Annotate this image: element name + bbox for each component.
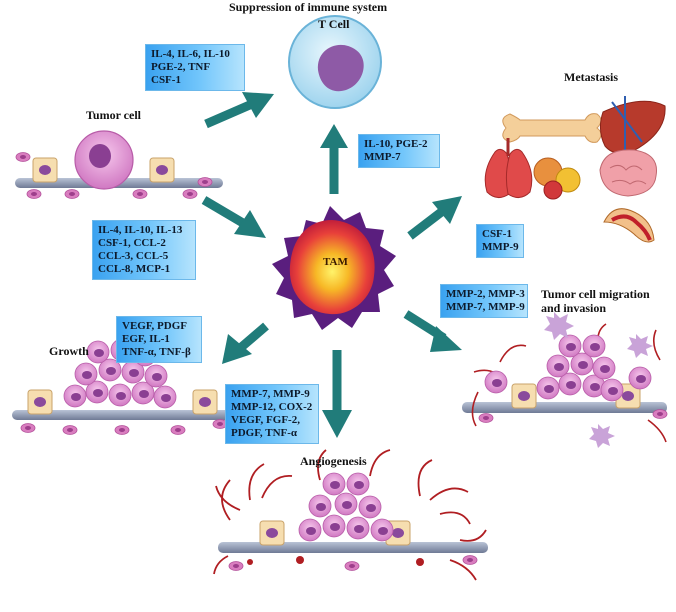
arrow-tam-to-migration	[403, 310, 462, 352]
box-line: VEGF, FGF-2,	[231, 414, 300, 426]
box-line: IL-10, PGE-2	[364, 138, 428, 150]
box-line: CSF-1	[151, 74, 181, 86]
tam-macrophage-illustration	[272, 206, 396, 330]
arrow-tam-to-growth	[222, 322, 269, 364]
migration-title-line1: Tumor cell migration	[541, 287, 650, 301]
arrow-tumor-to-tcell	[204, 92, 274, 129]
growth-title: Growth	[49, 344, 89, 358]
box-line: MMP-7	[364, 151, 401, 163]
arrow-tumor-to-tam	[201, 196, 266, 238]
metastasis-organs-illustration	[484, 96, 666, 243]
cytokine-box-tumor-to-tam: IL-4, IL-10, IL-13 CSF-1, CCL-2 CCL-3, C…	[92, 220, 196, 280]
tam-label: TAM	[323, 256, 348, 268]
box-line: CCL-8, MCP-1	[98, 263, 171, 275]
box-line: MMP-7, MMP-9	[231, 388, 310, 400]
suppression-title: Suppression of immune system	[229, 0, 388, 14]
box-line: PDGF, TNF-α	[231, 427, 298, 439]
cytokine-box-growth: VEGF, PDGF EGF, IL-1 TNF-α, TNF-β	[116, 316, 202, 363]
box-line: EGF, IL-1	[122, 333, 170, 345]
box-line: CSF-1	[482, 228, 512, 240]
box-line: VEGF, PDGF	[122, 320, 187, 332]
box-line: CCL-3, CCL-5	[98, 250, 169, 262]
box-line: IL-4, IL-10, IL-13	[98, 224, 183, 236]
arrow-tam-to-angiogenesis	[322, 350, 352, 438]
cytokine-box-metastasis: CSF-1 MMP-9	[476, 224, 524, 258]
cytokine-box-angiogenesis: MMP-7, MMP-9 MMP-12, COX-2 VEGF, FGF-2, …	[225, 384, 319, 444]
box-line: TNF-α, TNF-β	[122, 346, 191, 358]
t-cell-illustration	[288, 15, 382, 109]
angiogenesis-title: Angiogenesis	[300, 454, 367, 468]
tumor-cell-illustration	[15, 130, 223, 199]
growth-illustration	[12, 338, 234, 435]
box-line: MMP-9	[482, 241, 519, 253]
box-line: IL-4, IL-6, IL-10	[151, 48, 230, 60]
box-line: CSF-1, CCL-2	[98, 237, 166, 249]
cytokine-box-tam-to-tcell: IL-10, PGE-2 MMP-7	[358, 134, 440, 168]
migration-title-line2: and invasion	[541, 301, 607, 315]
box-line: PGE-2, TNF	[151, 61, 211, 73]
angiogenesis-illustration	[213, 449, 488, 581]
metastasis-title: Metastasis	[564, 70, 618, 84]
cytokine-box-migration: MMP-2, MMP-3 MMP-7, MMP-9	[440, 284, 528, 318]
cytokine-box-tumor-to-tcell: IL-4, IL-6, IL-10 PGE-2, TNF CSF-1	[145, 44, 245, 91]
migration-invasion-illustration	[462, 312, 668, 448]
t-cell-label: T Cell	[318, 17, 350, 31]
arrow-tam-to-tcell	[320, 124, 348, 194]
box-line: MMP-12, COX-2	[231, 401, 313, 413]
box-line: MMP-2, MMP-3	[446, 288, 525, 300]
arrow-tam-to-metastasis	[407, 196, 462, 240]
tumor-cell-title: Tumor cell	[86, 108, 142, 122]
box-line: MMP-7, MMP-9	[446, 301, 525, 313]
